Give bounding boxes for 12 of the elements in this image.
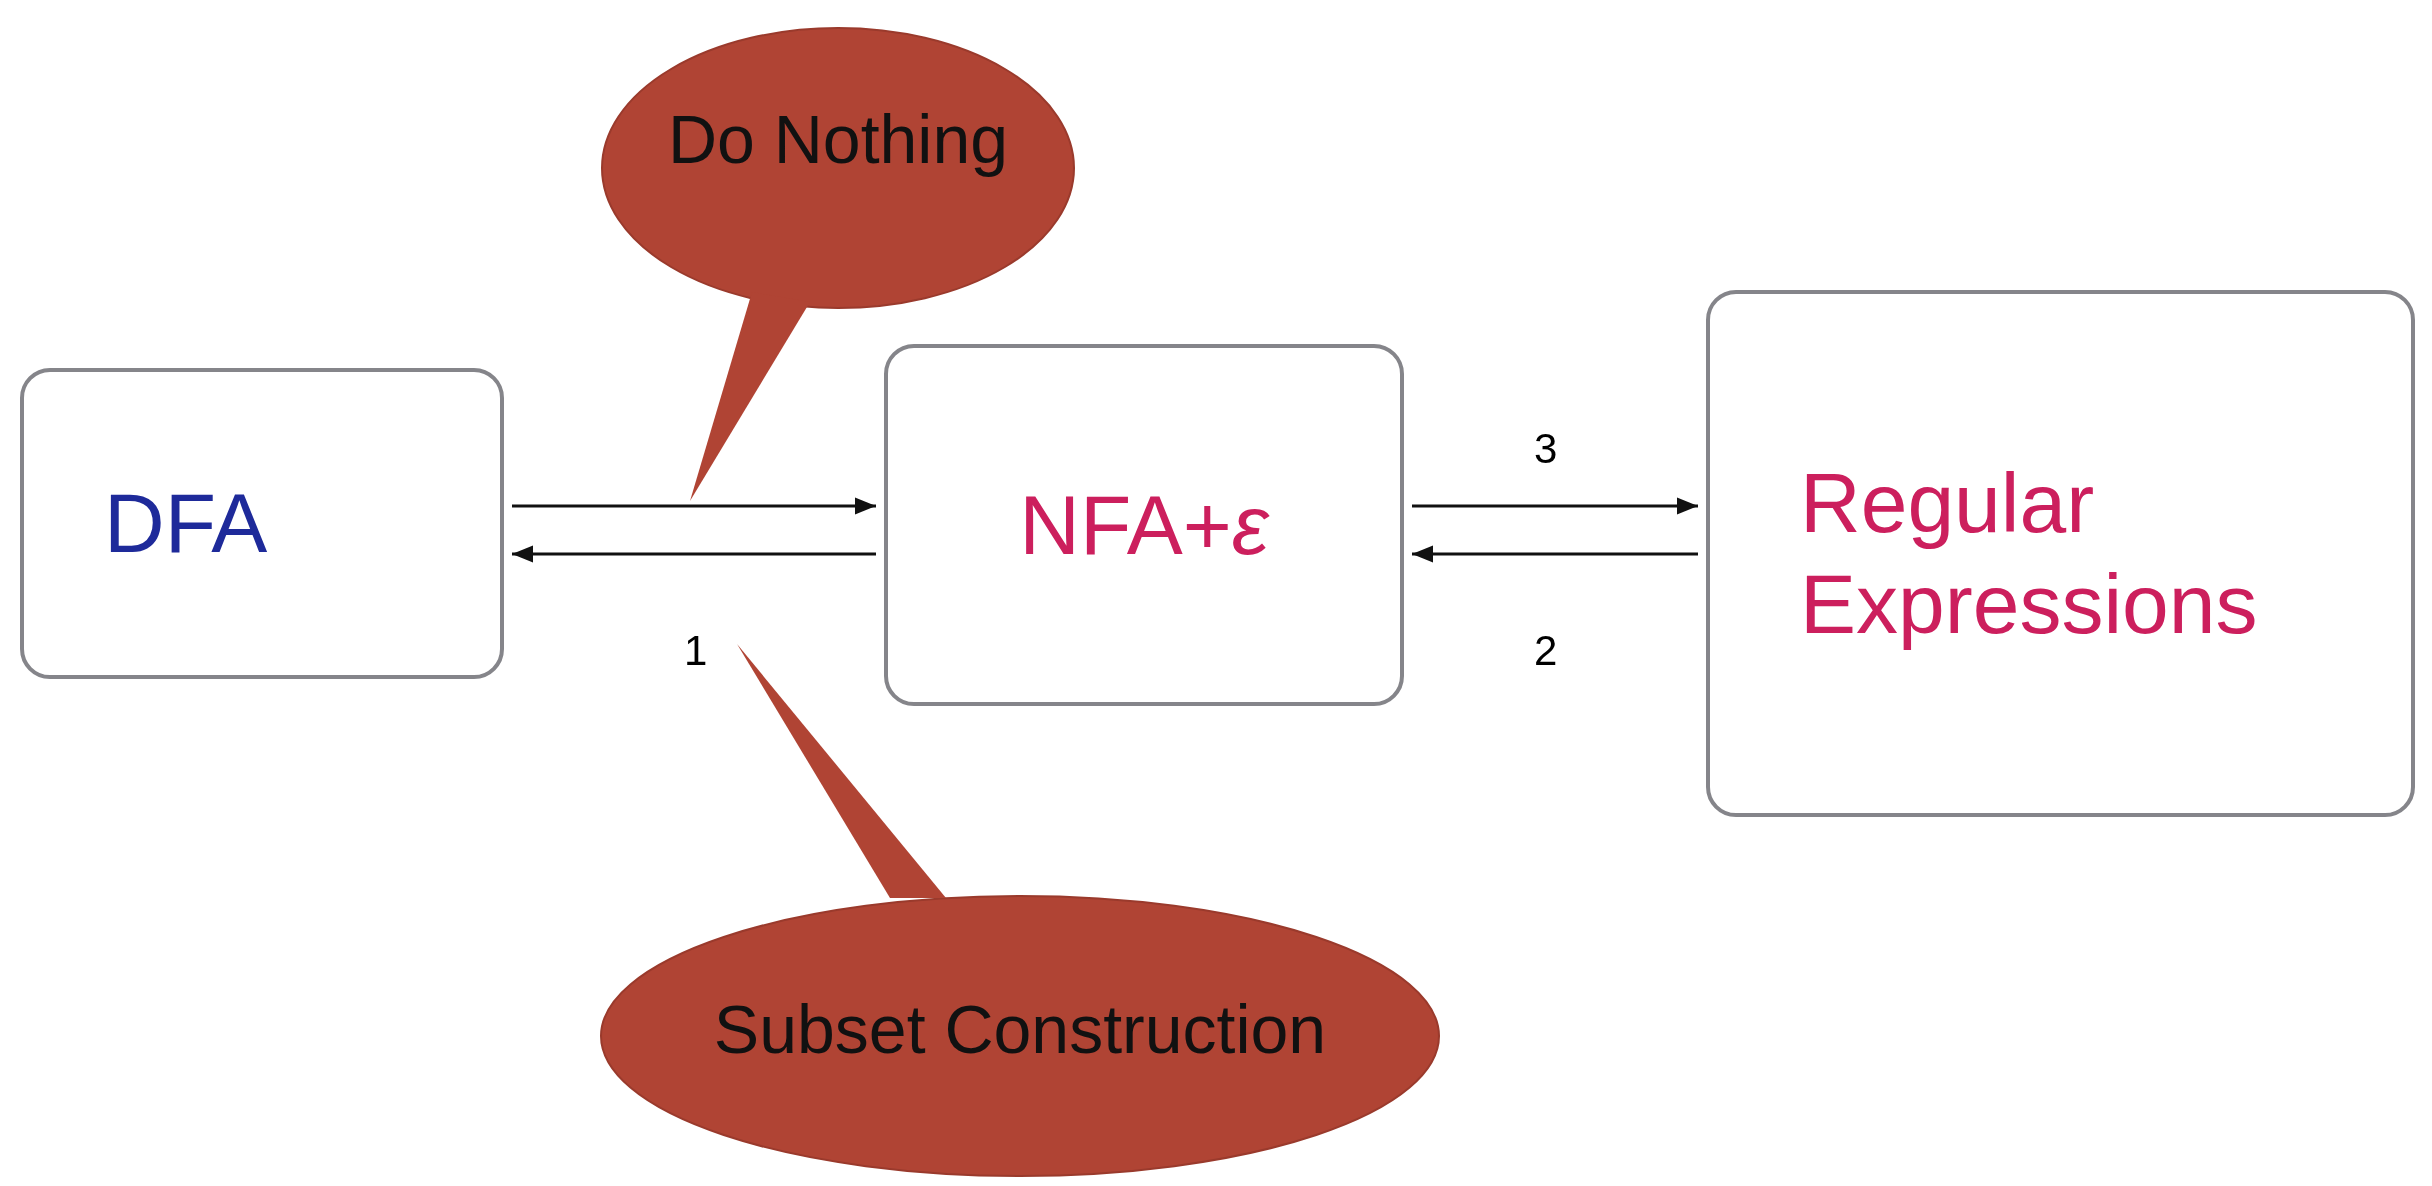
arrow [512,497,876,515]
node-label: DFA [104,475,268,573]
arrow [512,545,876,563]
node-label: NFA+ε [1019,476,1269,574]
bubble-label: Subset Construction [712,990,1328,1068]
rounded-box [20,368,504,679]
node-label: Regular Expressions [1800,454,2259,653]
rounded-box [1706,290,2415,817]
rounded-box [884,344,1404,706]
bubble-label: Do Nothing [666,100,1010,178]
arrow [1412,545,1698,563]
arrow [1412,497,1698,515]
